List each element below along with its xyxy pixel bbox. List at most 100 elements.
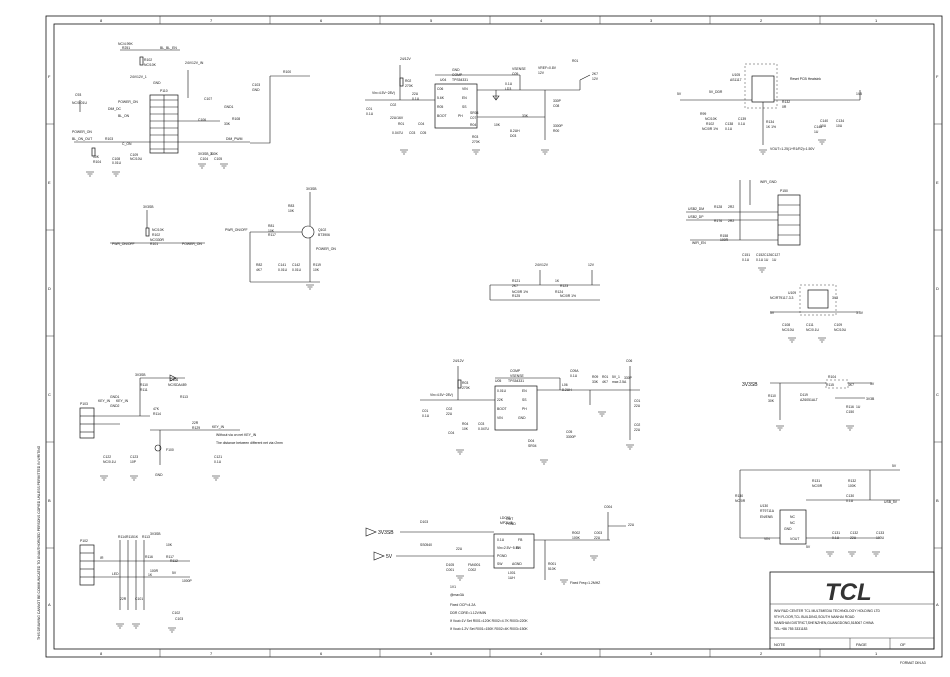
schematic-label: 22U: [412, 92, 419, 96]
schematic-label: R129: [192, 426, 200, 430]
schematic-label: EN: [516, 546, 521, 550]
schematic-label: BT3906: [318, 233, 330, 237]
schematic-label: 4K7: [602, 380, 608, 384]
schematic-label: U130: [760, 504, 768, 508]
schematic-label: C134: [836, 119, 844, 123]
row-label-right: B: [936, 498, 939, 503]
schematic-label: GND: [252, 88, 260, 92]
schematic-label: R05: [437, 105, 443, 109]
col-label-bottom: 4: [540, 651, 543, 656]
schematic-label: R82: [256, 263, 262, 267]
schematic-label: C06: [437, 87, 443, 91]
schematic-label: D119: [800, 393, 808, 397]
schematic-label: 12V: [592, 77, 599, 81]
schematic-label: NC/RT9117-3.3: [770, 296, 794, 300]
block-u105: U105 AS1117 5V_DDR R99 NC/10K R102 NC/0R…: [677, 63, 862, 155]
schematic-label: VIN: [462, 87, 468, 91]
schematic-label: R09: [592, 375, 598, 379]
ref-p102: P102: [80, 539, 88, 543]
schematic-label: U109: [788, 291, 796, 295]
schematic-label: 24V/12V_1: [130, 75, 147, 79]
schematic-label: C103: [252, 83, 260, 87]
schematic-label: C111: [806, 323, 814, 327]
title-block: TCL WW R&D CENTER TCL MULTIMEDIA TECHNOL…: [769, 571, 935, 650]
schematic-label: VIN: [497, 416, 503, 420]
schematic-label: R251: [122, 46, 130, 50]
schematic-label: 0.01U: [278, 268, 288, 272]
schematic-label: 5V: [677, 92, 682, 96]
schematic-label: NC/0.01U: [72, 101, 87, 105]
schematic-label: C150: [846, 410, 854, 414]
schematic-label: NC/0.1U: [103, 460, 117, 464]
schematic-label: 4K7: [256, 268, 262, 272]
schematic-label: C05: [566, 430, 572, 434]
schematic-label: 3V3B: [866, 397, 875, 401]
schematic-label: 2K7: [592, 72, 598, 76]
schematic-label: 8.2UH: [510, 129, 520, 133]
schematic-label: 330P: [553, 99, 562, 103]
schematic-label: R102: [152, 233, 160, 237]
connector-p150: [777, 194, 801, 246]
schematic-label: C141: [278, 263, 286, 267]
schematic-label: AGND: [512, 562, 522, 566]
schematic-label: COMP: [510, 369, 521, 373]
col-label-top: 6: [320, 18, 323, 23]
ic-u109: [807, 289, 829, 309]
schematic-label: NC/4.99K: [118, 42, 133, 46]
schematic-label: C126: [764, 253, 772, 257]
schematic-label: R125: [512, 294, 520, 298]
schematic-label: NC/10U: [834, 328, 847, 332]
schematic-label: 22R: [120, 597, 127, 601]
schematic-label: 0.01U: [292, 268, 302, 272]
block-u04: U04 TPS54331 24/12V R02 270K Vin=4.5V~28…: [365, 57, 599, 155]
schematic-label: R104: [828, 375, 836, 379]
schematic-label: C04: [448, 431, 454, 435]
schematic-label: C138: [725, 122, 733, 126]
schematic-label: L06: [562, 383, 568, 387]
row-label-left: C: [48, 392, 51, 397]
schematic-label: POWER_ON: [72, 130, 92, 134]
schematic-label: NC/0R 1%: [560, 294, 576, 298]
col-label-bottom: 7: [210, 651, 213, 656]
schematic-label: R81: [268, 224, 274, 228]
schematic-label: R101: [150, 242, 158, 246]
schematic-label: 5V: [870, 382, 875, 386]
schematic-label: AZ6051ALT: [800, 398, 818, 402]
schematic-label: BOOT: [497, 407, 507, 411]
block-r102: 3V3SB NC/10K R102 NC/330R R101 PWR_ON/OF…: [110, 205, 205, 246]
schematic-label: R002: [572, 531, 580, 535]
ic-u04: [434, 83, 478, 129]
schematic-label: C123: [130, 455, 138, 459]
schematic-label: 0.1U: [846, 499, 854, 503]
schematic-label: PGND: [497, 554, 507, 558]
schematic-label: @max3A: [450, 593, 465, 597]
schematic-label: 510K: [548, 567, 557, 571]
schematic-label: C148: [814, 125, 822, 129]
schematic-label: NC/0R: [735, 499, 746, 503]
col-label-top: 5: [430, 18, 433, 23]
schematic-label: USB2_DP: [688, 215, 704, 219]
row-label-left: F: [48, 74, 51, 79]
schematic-label: C132: [850, 531, 858, 535]
schematic-label: GND: [153, 81, 161, 85]
schematic-label: R128: [714, 205, 722, 209]
schematic-label: D04: [528, 439, 534, 443]
schematic-label: 0.1U: [505, 82, 513, 86]
schematic-label: 0.1U: [422, 414, 430, 418]
schematic-label: DIM_DC: [108, 107, 122, 111]
schematic-label: D03: [510, 134, 516, 138]
schematic-label: USB_5V: [884, 500, 898, 504]
schematic-label: NC/10U: [130, 157, 143, 161]
schematic-label: 1U: [814, 130, 819, 134]
schematic-label: R83: [288, 204, 294, 208]
schematic-label: C102: [172, 611, 180, 615]
schematic-label: 1K: [134, 535, 139, 539]
schematic-label: 100K: [572, 536, 581, 540]
schematic-label: C06: [626, 359, 632, 363]
col-label-top: 2: [760, 18, 763, 23]
schematic-label: C04: [418, 122, 424, 126]
row-labels: F E D C B A F E D C B A: [46, 74, 942, 607]
schematic-label: 270K: [462, 386, 471, 390]
schematic-label: 330K: [210, 152, 219, 156]
block-u05: U05 TPS54331 24/12V R03 270K Vin=4.5V~28…: [420, 359, 641, 465]
